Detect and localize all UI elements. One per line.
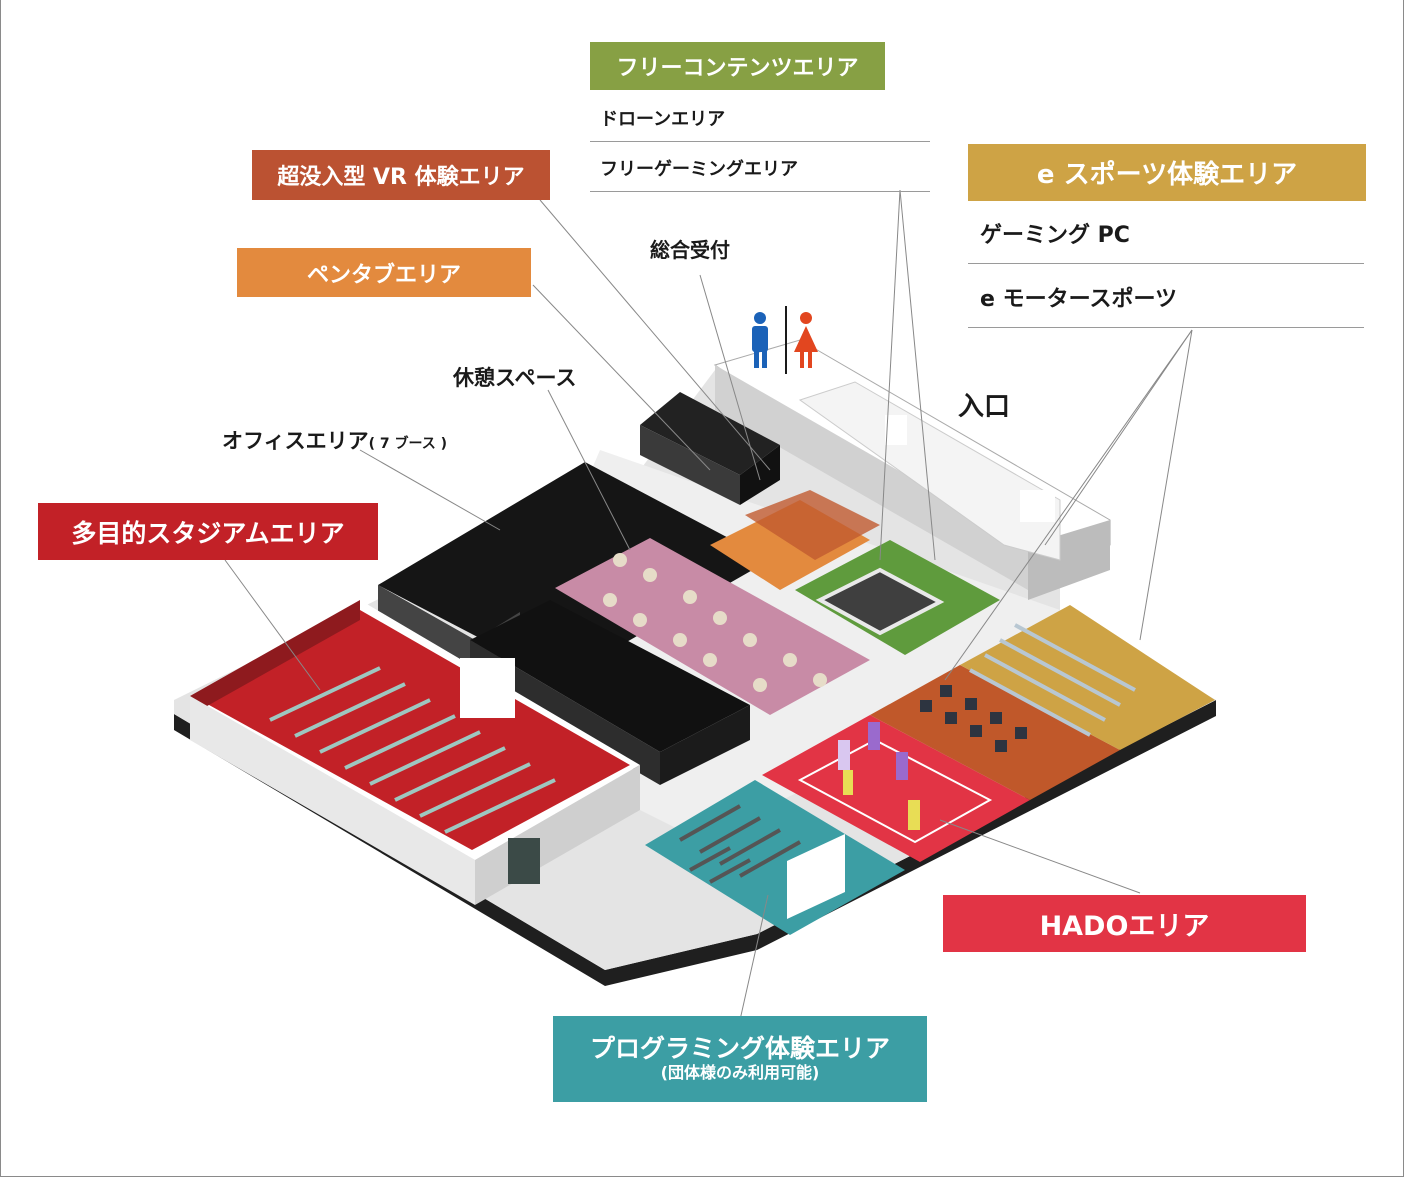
vr-booth-front <box>640 425 740 505</box>
lower-block-side <box>660 705 750 785</box>
esports-gaming-floor <box>960 605 1215 750</box>
stadium-floor <box>200 610 630 850</box>
programming-area-title: プログラミング体験エリア <box>589 1034 890 1064</box>
vr-area-label: 超没入型 VR 体験エリア <box>252 150 550 200</box>
lower-block-top <box>470 600 750 752</box>
pen-tab-area-label: ペンタブエリア <box>237 248 531 297</box>
gaming-pc-rows <box>969 623 1136 737</box>
programming-area-label: プログラミング体験エリア (団体様のみ利用可能) <box>553 1016 927 1102</box>
hado-target-3 <box>896 752 908 780</box>
hado-floor <box>762 715 1030 862</box>
office-area-label: オフィスエリア( 7 ブース ) <box>222 425 447 455</box>
stadium-seat-rows <box>269 666 556 834</box>
office-area-title: オフィスエリア <box>222 429 369 453</box>
hado-target-5 <box>843 770 853 795</box>
leader-lines <box>224 189 1193 1021</box>
restroom-icon <box>752 306 818 374</box>
motorsports-label: e モータースポーツ <box>968 266 1364 328</box>
stadium-screen <box>460 658 515 718</box>
hado-target-2 <box>868 722 880 750</box>
vr-area-floor <box>745 490 880 560</box>
stadium-area-label: 多目的スタジアムエリア <box>38 503 378 560</box>
stadium-door <box>508 838 540 884</box>
entrance-label: 入口 <box>958 392 1011 422</box>
stadium-back-wall <box>190 600 360 710</box>
office-area-note: ( 7 ブース ) <box>368 436 448 452</box>
vr-booth-side <box>740 445 780 505</box>
wall-panel-2 <box>1020 490 1055 522</box>
hado-target-4 <box>908 800 920 830</box>
drone-field <box>815 567 945 636</box>
free-content-label: フリーコンテンツエリア <box>590 42 885 90</box>
programming-screen <box>787 833 845 920</box>
rest-space-floor <box>555 538 870 715</box>
lower-block-front <box>470 640 660 785</box>
rest-space-label: 休憩スペース <box>453 366 577 390</box>
office-block-top <box>378 462 770 680</box>
back-wall-face <box>715 365 1028 590</box>
stadium-front-wall <box>190 696 475 905</box>
drone-area-label: ドローンエリア <box>590 94 930 142</box>
esports-motor-floor <box>870 665 1120 800</box>
programming-desk-rows <box>679 804 801 884</box>
wall-panel-3 <box>970 1085 1010 1137</box>
programming-area-note: (団体様のみ利用可能) <box>660 1063 820 1083</box>
hado-area-label: HADOエリア <box>943 895 1306 952</box>
corridor-floor <box>798 381 1061 561</box>
hado-target-1 <box>838 740 850 770</box>
reception-label: 総合受付 <box>650 238 730 262</box>
esports-area-label: e スポーツ体験エリア <box>968 144 1366 201</box>
free-gaming-area-label: フリーゲーミングエリア <box>590 144 930 192</box>
rest-space-tables <box>603 553 827 692</box>
gaming-pc-label: ゲーミング PC <box>968 202 1364 264</box>
motor-sport-seats <box>920 685 1027 752</box>
wall-panel-1 <box>885 415 907 445</box>
vr-booth-top <box>640 392 780 475</box>
